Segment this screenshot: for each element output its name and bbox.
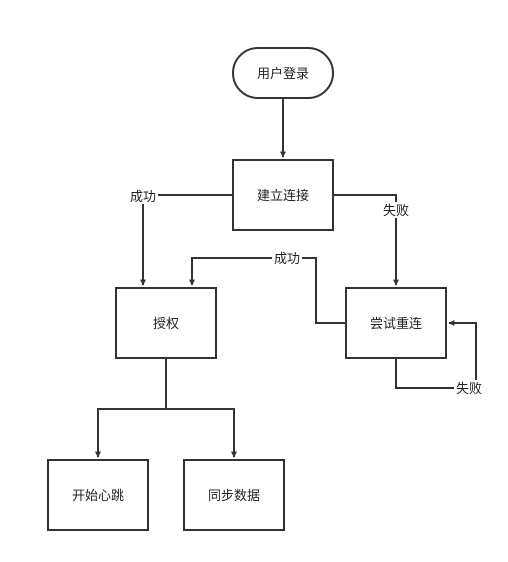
edge-branch-to-sync: [166, 408, 237, 458]
node-auth-label: 授权: [153, 316, 179, 332]
edge-retry-to-auth: [189, 257, 346, 324]
svg-text:失败: 失败: [456, 382, 482, 397]
edge-connect-to-auth: [140, 194, 233, 286]
node-connect-label: 建立连接: [257, 188, 309, 204]
edge-label-retry-success: 成功: [272, 250, 302, 267]
node-heartbeat-label: 开始心跳: [72, 489, 124, 504]
node-sync-label: 同步数据: [208, 489, 260, 504]
svg-text:失败: 失败: [383, 204, 409, 219]
node-sync: 同步数据: [183, 459, 285, 531]
svg-text:成功: 成功: [274, 252, 300, 267]
node-retry-label: 尝试重连: [370, 316, 422, 332]
node-login: 用户登录: [232, 47, 334, 99]
node-connect: 建立连接: [232, 159, 334, 231]
edge-branch-to-heartbeat: [95, 408, 166, 458]
svg-text:成功: 成功: [130, 190, 156, 205]
edge-label-retry-fail: 失败: [454, 380, 484, 397]
edge-label-connect-fail: 失败: [381, 202, 411, 219]
node-login-label: 用户登录: [257, 66, 309, 82]
edge-label-connect-success: 成功: [128, 188, 158, 205]
node-retry: 尝试重连: [345, 287, 447, 359]
node-auth: 授权: [115, 287, 217, 359]
edge-connect-to-retry: [333, 194, 399, 286]
node-heartbeat: 开始心跳: [47, 459, 149, 531]
